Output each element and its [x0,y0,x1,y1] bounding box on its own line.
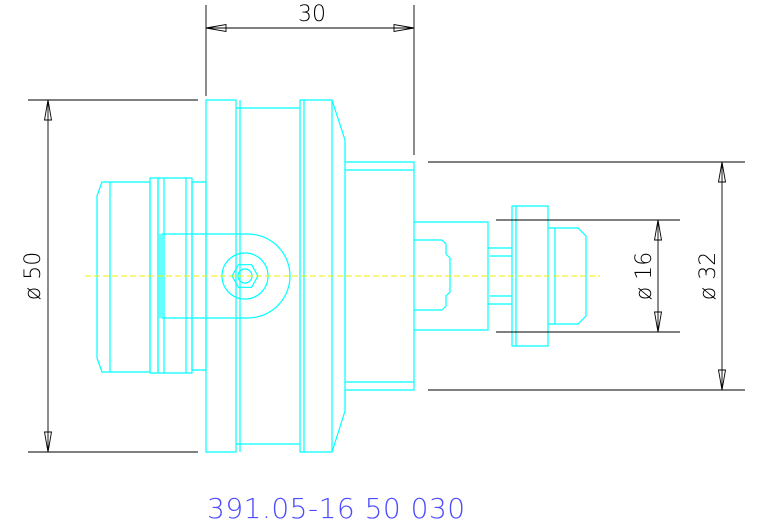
part-number: 391.05-16 50 030 [207,492,466,523]
bore-diameter-dimension [496,219,680,333]
outer-diameter-label: ø 50 [21,252,46,300]
shank-diameter-label: ø 32 [696,252,721,300]
length-label: 30 [298,2,326,27]
dimension-lines [28,5,745,453]
shank-diameter-dimension [428,161,745,391]
outer-diameter-dimension [28,99,198,453]
bore-diameter-label: ø 16 [632,252,657,300]
length-dimension [205,5,415,155]
